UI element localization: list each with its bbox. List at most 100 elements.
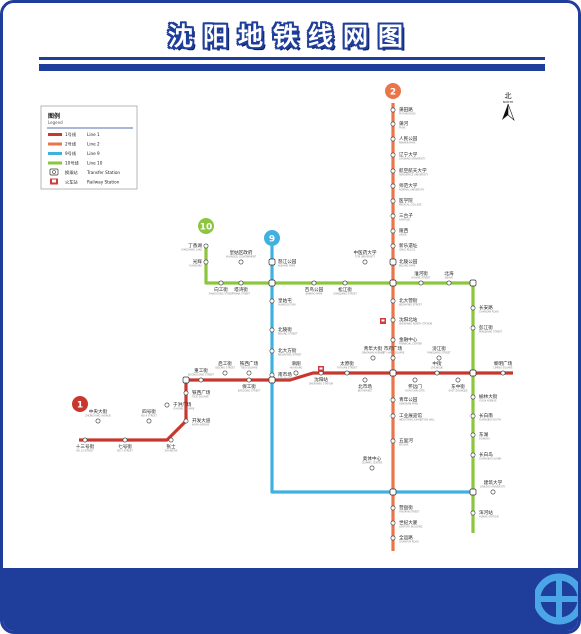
transfer-station-icon[interactable]: [389, 488, 397, 496]
station-marker[interactable]: [390, 355, 396, 361]
station-label: 全运路: [399, 534, 413, 541]
station-marker[interactable]: [390, 228, 396, 234]
station-marker[interactable]: [122, 437, 128, 443]
station-marker[interactable]: [390, 121, 396, 127]
station-marker[interactable]: [390, 198, 396, 204]
station-marker[interactable]: [246, 377, 252, 383]
station-marker[interactable]: [436, 355, 442, 361]
station-marker[interactable]: [390, 243, 396, 249]
line-2-badge[interactable]: 2: [385, 83, 401, 99]
station-marker[interactable]: [390, 535, 396, 541]
transfer-station-icon[interactable]: [389, 369, 397, 377]
station-marker[interactable]: [362, 259, 368, 265]
station-marker[interactable]: [390, 337, 396, 343]
station-marker[interactable]: [390, 520, 396, 526]
station-marker[interactable]: [203, 259, 209, 265]
station-marker[interactable]: [390, 168, 396, 174]
station-marker[interactable]: [470, 510, 476, 516]
station-marker[interactable]: [370, 355, 376, 361]
station-marker[interactable]: [390, 183, 396, 189]
transfer-station-icon[interactable]: [268, 279, 276, 287]
station-marker[interactable]: [269, 298, 275, 304]
station-marker[interactable]: [369, 465, 375, 471]
station-marker[interactable]: [390, 317, 396, 323]
line-9-badge[interactable]: 9: [264, 230, 280, 246]
station-label-en: XIANGGONG STREET: [209, 293, 234, 296]
station-marker[interactable]: [470, 305, 476, 311]
station-marker[interactable]: [470, 394, 476, 400]
station-marker[interactable]: [390, 136, 396, 142]
station-marker[interactable]: [183, 390, 189, 396]
station-marker[interactable]: [222, 370, 228, 376]
station-marker[interactable]: [95, 418, 101, 424]
transfer-station-icon[interactable]: [268, 258, 276, 266]
station-marker[interactable]: [238, 259, 244, 265]
station-marker[interactable]: [293, 370, 299, 376]
station-marker[interactable]: [344, 370, 350, 376]
transfer-station-icon[interactable]: [182, 376, 190, 384]
station-marker[interactable]: [390, 438, 396, 444]
station-marker[interactable]: [446, 280, 452, 286]
station-marker[interactable]: [390, 413, 396, 419]
station-label: 北陵街: [278, 326, 292, 333]
transfer-station-icon[interactable]: [469, 279, 477, 287]
map-title: 沈阳地铁线网图: [167, 22, 413, 51]
station-label: 营盘街: [399, 504, 413, 511]
transfer-station-icon[interactable]: [389, 279, 397, 287]
line-10-badge[interactable]: 10: [198, 218, 214, 234]
station-marker[interactable]: [269, 327, 275, 333]
station-marker[interactable]: [418, 280, 424, 286]
station-marker[interactable]: [203, 243, 209, 249]
station-marker[interactable]: [311, 280, 317, 286]
stations-layer: [82, 107, 506, 541]
station-marker[interactable]: [500, 370, 506, 376]
station-label-en: PUHE: [399, 127, 406, 130]
station-label-en: HUANGGU GOVERNMENT: [226, 256, 257, 259]
station-marker[interactable]: [82, 437, 88, 443]
station-marker[interactable]: [412, 377, 418, 383]
station-marker[interactable]: [490, 489, 496, 495]
station-marker[interactable]: [146, 418, 152, 424]
station-label-en: BEI MARKET: [358, 390, 373, 393]
legend-item-en: Railway Station: [87, 180, 120, 185]
station-marker[interactable]: [246, 370, 252, 376]
station-label: 淮河街: [414, 270, 428, 277]
station-marker[interactable]: [238, 280, 244, 286]
station-label-en: HUNHE STATION: [479, 516, 499, 519]
station-marker[interactable]: [362, 377, 368, 383]
station-label-en: KAIFA AVENUE: [192, 424, 210, 427]
station-label: 铁西广场: [192, 389, 211, 396]
station-label: 中医药大学: [354, 249, 377, 256]
station-label: 黎明广场: [494, 360, 513, 367]
title-rule-thin: [39, 57, 545, 60]
station-marker[interactable]: [470, 325, 476, 331]
station-marker[interactable]: [390, 213, 396, 219]
station-marker[interactable]: [390, 397, 396, 403]
line-1-badge[interactable]: 1: [72, 396, 88, 412]
station-label-en: HUAIYUAN GATE: [405, 390, 425, 393]
station-label: 怀远门: [408, 383, 422, 390]
transfer-station-icon[interactable]: [268, 376, 276, 384]
transfer-station-icon[interactable]: [389, 258, 397, 266]
station-marker[interactable]: [390, 107, 396, 113]
station-marker[interactable]: [269, 348, 275, 354]
station-marker[interactable]: [470, 413, 476, 419]
station-marker[interactable]: [198, 377, 204, 383]
station-marker[interactable]: [470, 432, 476, 438]
station-marker[interactable]: [390, 298, 396, 304]
station-marker[interactable]: [342, 280, 348, 286]
station-marker[interactable]: [470, 452, 476, 458]
station-marker[interactable]: [390, 152, 396, 158]
station-marker[interactable]: [168, 437, 174, 443]
transfer-station-icon[interactable]: [469, 369, 477, 377]
station-marker[interactable]: [183, 418, 189, 424]
station-marker[interactable]: [164, 402, 170, 408]
transfer-station-icon[interactable]: [469, 488, 477, 496]
station-marker[interactable]: [269, 372, 275, 378]
station-marker[interactable]: [434, 370, 440, 376]
station-marker[interactable]: [455, 377, 461, 383]
station-marker[interactable]: [390, 505, 396, 511]
station-marker[interactable]: [218, 280, 224, 286]
